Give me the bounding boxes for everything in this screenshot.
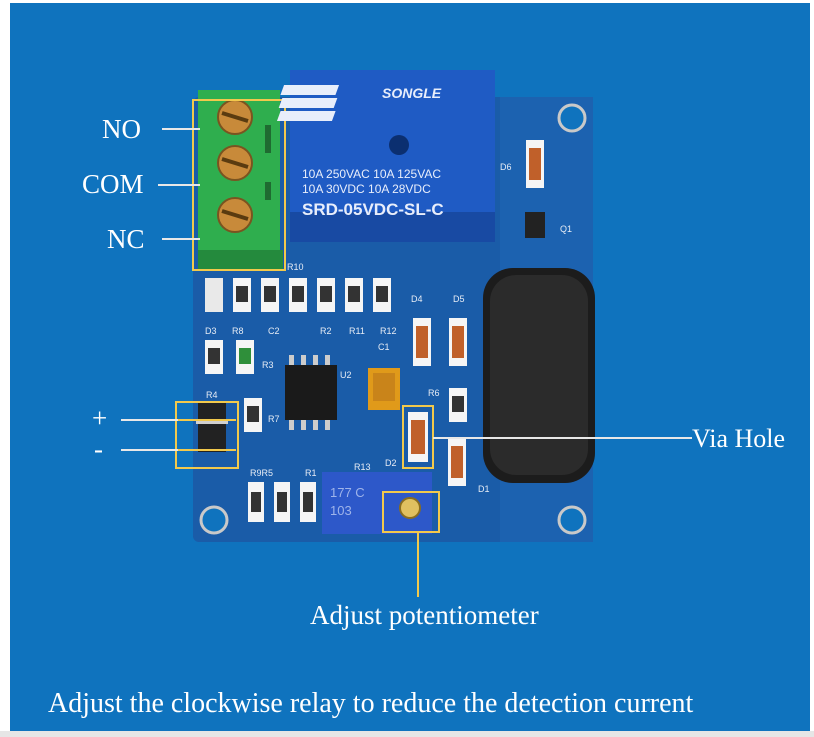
svg-text:R12: R12 [380, 326, 397, 336]
relay-rating-2: 10A 30VDC 10A 28VDC [302, 182, 431, 196]
label-plus: + [92, 403, 108, 433]
svg-text:D1: D1 [478, 484, 490, 494]
svg-text:R11: R11 [349, 326, 365, 336]
silkscreen-labels: D6 Q1 D4 D5 D3 R8 C2 R2 R11 R12 C1 R3 U2… [205, 162, 572, 494]
svg-text:D2: D2 [385, 458, 397, 468]
relay-model: SRD-05VDC-SL-C [302, 200, 444, 219]
label-via-hole: Via Hole [692, 424, 786, 453]
svg-text:Q1: Q1 [560, 224, 572, 234]
caption: Adjust the clockwise relay to reduce the… [48, 688, 694, 719]
relay: SONGLE 10A 250VAC 10A 125VAC 10A 30VDC 1… [276, 70, 495, 242]
svg-text:R9R5: R9R5 [250, 468, 273, 478]
svg-text:D6: D6 [500, 162, 512, 172]
svg-text:D5: D5 [453, 294, 465, 304]
svg-text:R3: R3 [262, 360, 274, 370]
bottom-border [0, 731, 814, 737]
svg-text:R7: R7 [268, 414, 280, 424]
mount-hole-bottom-right [557, 505, 587, 535]
svg-text:R6: R6 [428, 388, 440, 398]
label-nc: NC [107, 224, 145, 254]
svg-text:R13: R13 [354, 462, 371, 472]
terminal-block [192, 90, 286, 271]
pot-marking-2: 103 [330, 503, 352, 518]
label-adjust-potentiometer: Adjust potentiometer [310, 600, 539, 630]
callouts [121, 128, 692, 597]
svg-text:D4: D4 [411, 294, 423, 304]
pot-marking-1: 177 C [330, 485, 365, 500]
label-com: COM [82, 169, 144, 199]
mount-hole-bottom-left [199, 505, 229, 535]
label-minus: - [94, 434, 103, 464]
svg-text:R2: R2 [320, 326, 332, 336]
svg-text:U2: U2 [340, 370, 352, 380]
label-no: NO [102, 114, 141, 144]
relay-rating-1: 10A 250VAC 10A 125VAC [302, 167, 441, 181]
current-transformer [483, 268, 595, 483]
svg-text:C1: C1 [378, 342, 390, 352]
svg-text:R10: R10 [287, 262, 304, 272]
svg-text:D3: D3 [205, 326, 217, 336]
svg-text:C2: C2 [268, 326, 280, 336]
svg-text:R4: R4 [206, 390, 218, 400]
svg-text:R1: R1 [305, 468, 317, 478]
svg-text:R8: R8 [232, 326, 244, 336]
relay-brand: SONGLE [382, 85, 442, 101]
mount-hole-top-right [557, 103, 587, 133]
smd-components: 177 C 103 [196, 140, 545, 534]
